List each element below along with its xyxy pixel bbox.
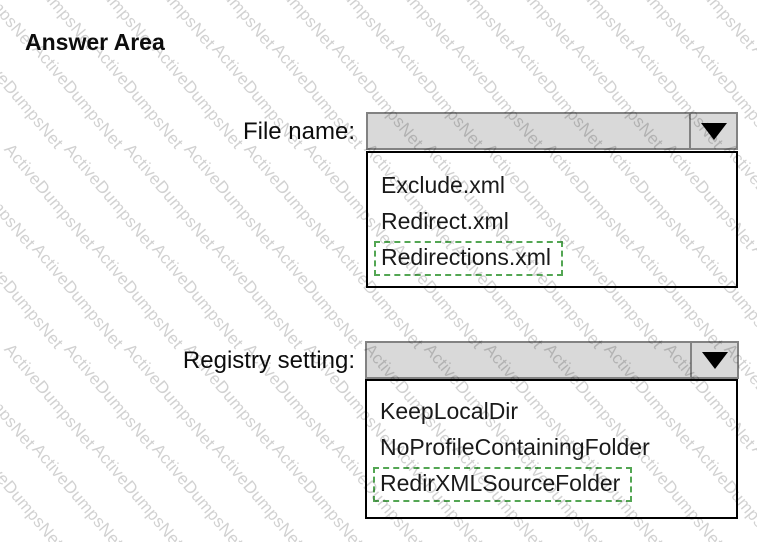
dropdown-arrow-icon	[701, 351, 728, 369]
dropdown-arrow-icon	[700, 122, 727, 140]
option-redirections-xml[interactable]: Redirections.xml	[368, 240, 736, 276]
option-redirect-xml[interactable]: Redirect.xml	[368, 204, 736, 240]
option-keeplocaldir[interactable]: KeepLocalDir	[367, 394, 736, 430]
page-title: Answer Area	[25, 29, 165, 55]
option-label: Redirect.xml	[381, 208, 509, 234]
registry-setting-label: Registry setting:	[182, 347, 355, 374]
registry-setting-dropdown[interactable]	[365, 341, 739, 379]
selected-option-label: Redirections.xml	[374, 240, 563, 276]
file-name-dropdown-button[interactable]	[689, 114, 736, 148]
file-name-dropdown-value[interactable]	[368, 114, 689, 148]
registry-setting-dropdown-value[interactable]	[367, 343, 690, 377]
option-label: KeepLocalDir	[380, 398, 519, 424]
option-noprofilecontainingfolder[interactable]: NoProfileContainingFolder	[367, 430, 736, 466]
option-redirxmlsourcefolder[interactable]: RedirXMLSourceFolder	[367, 466, 736, 502]
option-exclude-xml[interactable]: Exclude.xml	[368, 168, 736, 204]
file-name-label: File name:	[242, 118, 355, 145]
option-label: Exclude.xml	[381, 172, 505, 198]
option-label: NoProfileContainingFolder	[380, 434, 650, 460]
file-name-dropdown[interactable]	[366, 112, 738, 150]
selected-option-label: RedirXMLSourceFolder	[373, 466, 633, 502]
registry-setting-dropdown-button[interactable]	[690, 343, 737, 377]
